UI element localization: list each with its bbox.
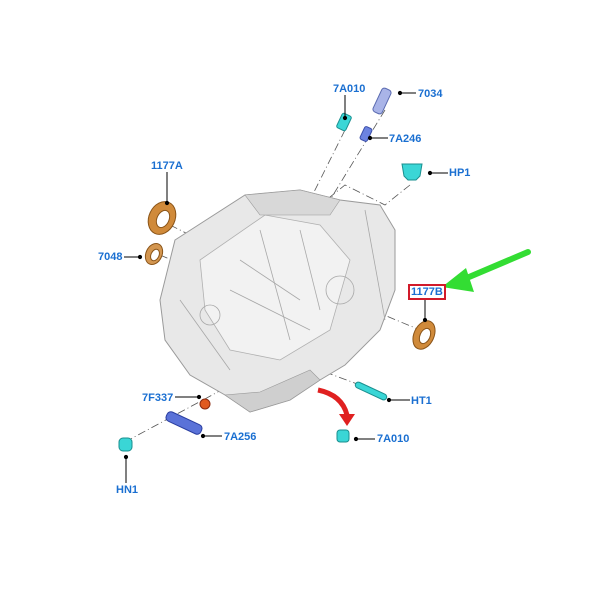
label-7048: 7048: [98, 251, 123, 263]
pointer-arrow-head: [442, 268, 474, 292]
part-7a010-top: [336, 112, 352, 132]
part-7a256: [165, 411, 203, 435]
label-1177a: 1177A: [151, 160, 183, 172]
label-7a010-bottom: 7A010: [377, 433, 410, 445]
label-ht1: HT1: [411, 395, 432, 407]
pointer-arrow-shaft: [459, 249, 531, 283]
transmission-housing: [159, 189, 396, 413]
label-1177b-highlighted: 1177B: [408, 284, 446, 300]
label-7034: 7034: [418, 88, 443, 100]
part-ht1: [354, 381, 388, 401]
part-hp1: [401, 163, 423, 181]
label-hp1: HP1: [449, 167, 471, 179]
label-7a256: 7A256: [224, 431, 257, 443]
label-7a010-top: 7A010: [333, 83, 366, 95]
part-hn1: [118, 437, 133, 452]
label-hn1: HN1: [116, 484, 139, 496]
seal-7048: [144, 242, 164, 266]
part-7034: [372, 87, 392, 115]
label-7f337: 7F337: [142, 392, 174, 404]
rotation-arrow: [317, 387, 350, 416]
part-7f337: [199, 398, 211, 410]
part-7a010-bottom: [336, 429, 350, 443]
seal-1177B: [412, 320, 436, 350]
part-7a246: [359, 126, 373, 142]
seal-1177A: [147, 201, 177, 235]
label-7a246: 7A246: [389, 133, 422, 145]
